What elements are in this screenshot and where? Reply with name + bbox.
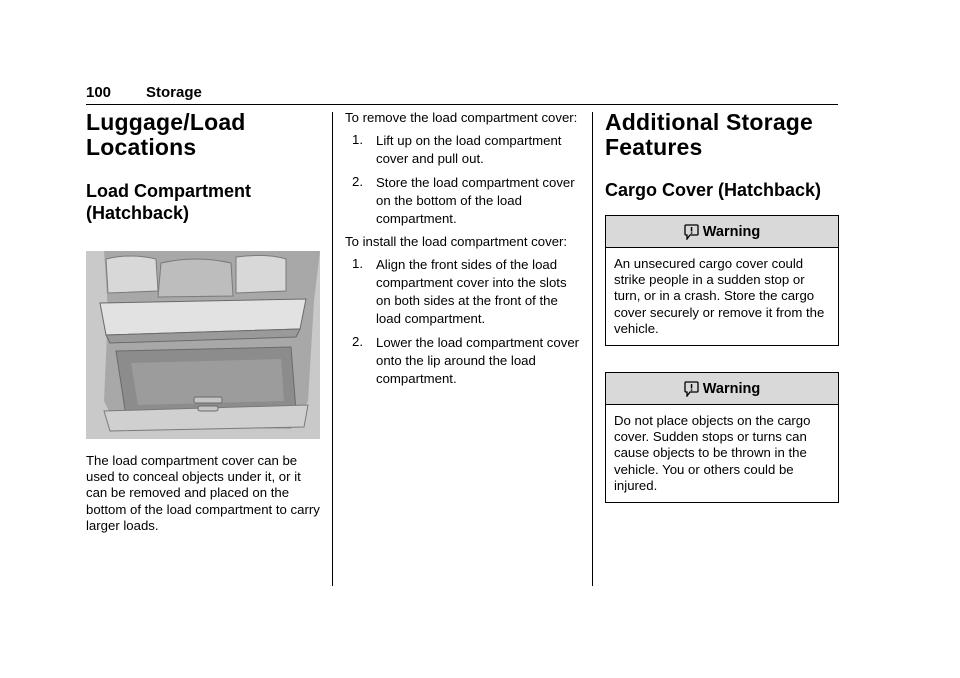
step-number: 2. [352,334,363,350]
step-text: Store the load compartment cover on the … [376,175,575,227]
warning-label: Warning [702,380,761,397]
step-text: Lift up on the load compartment cover an… [376,133,562,167]
remove-intro: To remove the load compartment cover: [345,110,578,125]
warning-text: Do not place objects on the cargo cover.… [614,413,811,493]
section-heading: Additional Storage Features [605,109,814,160]
load-compartment-photo [86,251,320,439]
column-divider [592,112,593,586]
list-item: 2. Store the load compartment cover on t… [345,174,580,228]
warning-header: Warning [606,216,838,248]
list-item: 1. Align the front sides of the load com… [345,256,580,328]
step-text: Lower the load compartment cover onto th… [376,335,580,387]
warning-icon [684,380,699,397]
install-steps: 1. Align the front sides of the load com… [345,256,580,388]
warning-header: Warning [606,373,838,406]
column-2: To remove the load compartment cover: 1.… [345,110,580,394]
install-intro: To install the load compartment cover: [345,234,568,250]
remove-steps: 1. Lift up on the load compartment cover… [345,132,580,228]
warning-text: An unsecured cargo cover could strike pe… [614,256,825,336]
page-header: 100 Storage [86,84,838,105]
section-heading: Luggage/Load Locations [86,109,246,160]
warning-label: Warning [702,223,761,240]
body-paragraph: The load compartment cover can be used t… [86,453,320,533]
warning-box: Warning An unsecured cargo cover could s… [605,215,839,347]
step-number: 1. [352,132,363,148]
page-number: 100 [86,84,112,101]
warning-box: Warning Do not place objects on the carg… [605,372,839,504]
subsection-heading: Cargo Cover (Hatchback) [605,180,822,200]
step-text: Align the front sides of the load compar… [376,257,567,327]
list-item: 2. Lower the load compartment cover onto… [345,334,580,388]
column-1: Luggage/Load Locations Load Compartment … [86,110,321,534]
subsection-heading: Load Compartment (Hatchback) [86,181,252,223]
step-number: 2. [352,174,363,190]
section-title: Storage [146,84,202,101]
step-number: 1. [352,256,363,272]
warning-icon [684,223,699,240]
column-divider [332,112,333,586]
column-3: Additional Storage Features Cargo Cover … [605,110,840,529]
list-item: 1. Lift up on the load compartment cover… [345,132,580,168]
